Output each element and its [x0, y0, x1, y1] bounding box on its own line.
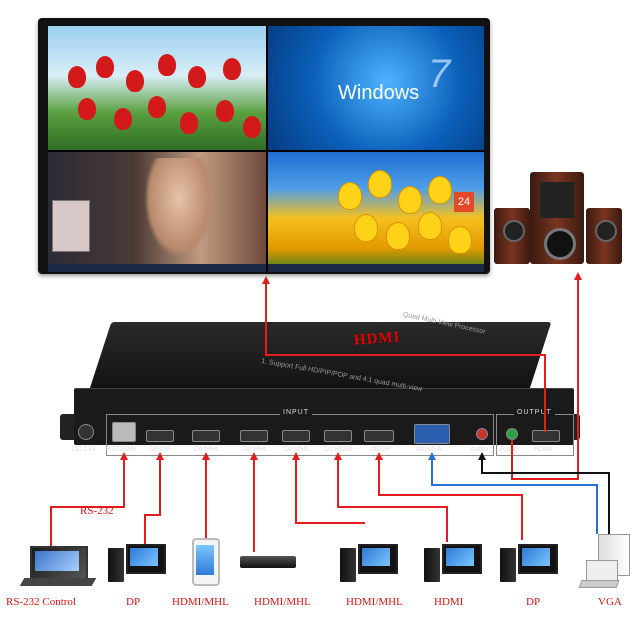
audio-out-cable-h	[511, 478, 579, 480]
d5-cable-up	[159, 460, 161, 516]
port-label-a0: A0:VGA	[416, 446, 442, 453]
port-label-d5: D5:DP	[150, 446, 171, 453]
source-label-dp2: DP	[526, 596, 541, 608]
d2-cable-h	[295, 522, 365, 524]
hdmi-out-port[interactable]	[532, 430, 560, 442]
source-label-hdmi-mhl-player: HDMI/MHL	[254, 596, 311, 608]
d5-cable-down	[144, 514, 146, 544]
audio-out-cable-v	[511, 440, 513, 480]
hdmi-output-label: HDMI	[353, 329, 401, 349]
d3-mhl-port[interactable]	[240, 430, 268, 442]
rs232-line-label: RS-232	[80, 505, 114, 517]
laptop-device	[30, 546, 88, 580]
hdmi-out-cable-drop	[544, 354, 546, 432]
calendar-widget: 24	[454, 192, 474, 212]
pc-monitor-dp1	[126, 544, 166, 574]
port-label-rs232: RS232/IR	[106, 446, 137, 453]
port-label-d0: D0:DP	[370, 446, 391, 453]
rs232-arrow	[120, 452, 128, 460]
d3-cable	[253, 460, 255, 552]
port-label-audio-in: Audio	[470, 446, 488, 453]
audio-in-cable-h	[481, 472, 609, 474]
vga-cable-h	[431, 484, 597, 486]
media-player-device	[240, 556, 296, 568]
d5-cable-h	[144, 514, 161, 516]
quad-top-right-windows: 7 Windows	[268, 26, 484, 150]
rs232-cable-up	[123, 460, 125, 508]
d4-arrow	[202, 452, 210, 460]
audio-in-cable-up	[481, 460, 483, 474]
vga-arrow	[428, 452, 436, 460]
audio-speaker-cable	[577, 280, 579, 480]
port-label-audio-out: Audio	[500, 446, 518, 453]
audio-in-cable-down	[608, 472, 610, 534]
d1-hdmi-port[interactable]	[324, 430, 352, 442]
port-label-d1: D1:HDMI	[324, 446, 353, 453]
d2-arrow	[292, 452, 300, 460]
a0-vga-port[interactable]	[414, 424, 450, 444]
quad-top-left-tulips	[48, 26, 266, 150]
d2-mhl-port[interactable]	[282, 430, 310, 442]
source-label-hdmi-mhl-phone: HDMI/MHL	[172, 596, 229, 608]
left-speaker	[494, 208, 530, 264]
dc-power-jack[interactable]	[78, 424, 94, 440]
rs232-port[interactable]	[112, 422, 136, 442]
quad-bottom-right-yellow-tulips: 24	[268, 152, 484, 272]
d5-arrow	[156, 452, 164, 460]
source-label-rs232-control: RS-232 Control	[6, 596, 76, 608]
pc-tower-hdmi	[424, 548, 440, 582]
vga-cable-down	[596, 484, 598, 534]
d0-arrow	[375, 452, 383, 460]
audio-in-jack[interactable]	[476, 428, 488, 440]
right-speaker	[586, 208, 622, 264]
source-label-hdmi-mhl-pc: HDMI/MHL	[346, 596, 403, 608]
d0-cable-up	[378, 460, 380, 496]
d1-cable-up	[337, 460, 339, 508]
rs232-cable-down	[50, 506, 52, 548]
hdmi-out-arrow	[262, 276, 270, 284]
port-label-d4: D4:MHL	[194, 446, 220, 453]
pc-tower-dp2	[500, 548, 516, 582]
quad-bottom-left-portrait	[48, 152, 266, 272]
d4-cable	[205, 460, 207, 540]
pc-monitor-hdmi-mhl	[358, 544, 398, 574]
hdmi-out-cable-vertical	[265, 284, 267, 356]
hdmi-out-cable-horizontal	[265, 354, 545, 356]
d5-dp-port[interactable]	[146, 430, 174, 442]
source-label-vga: VGA	[598, 596, 622, 608]
rs232-cable-h	[50, 506, 125, 508]
windows-title: Windows	[338, 82, 420, 104]
quad-view-screen: 7 Windows 24	[48, 26, 484, 272]
smartphone-device	[192, 538, 220, 586]
output-section-label: OUTPUT	[514, 409, 555, 416]
pc-monitor-dp2	[518, 544, 558, 574]
port-label-d3: D3:MHL	[242, 446, 268, 453]
pc-monitor-hdmi	[442, 544, 482, 574]
source-label-hdmi-pc: HDMI	[434, 596, 464, 608]
d1-cable-down	[446, 506, 448, 542]
pc-tower-dp1	[108, 548, 124, 582]
audio-in-arrow	[478, 452, 486, 460]
input-section-label: INPUT	[280, 409, 312, 416]
port-label-power: DC 12V	[72, 446, 97, 453]
d0-cable-h	[378, 494, 522, 496]
pc-tower-hdmi-mhl	[340, 548, 356, 582]
port-label-hdmi-out: HDMI	[534, 446, 552, 453]
d0-dp-port[interactable]	[364, 430, 394, 442]
laptop-keyboard	[19, 578, 97, 586]
source-label-dp1: DP	[126, 596, 141, 608]
d0-cable-down	[521, 494, 523, 540]
vga-cable-up	[431, 460, 433, 486]
subwoofer	[530, 172, 584, 264]
speaker-arrow	[574, 272, 582, 280]
d1-arrow	[334, 452, 342, 460]
audio-out-jack[interactable]	[506, 428, 518, 440]
d1-cable-h	[337, 506, 447, 508]
d4-mhl-port[interactable]	[192, 430, 220, 442]
d3-arrow	[250, 452, 258, 460]
d2-cable-up	[295, 460, 297, 524]
windows-version: 7	[428, 52, 451, 96]
port-label-d2: D2:MHL	[284, 446, 310, 453]
vga-pc-keyboard	[578, 580, 620, 588]
